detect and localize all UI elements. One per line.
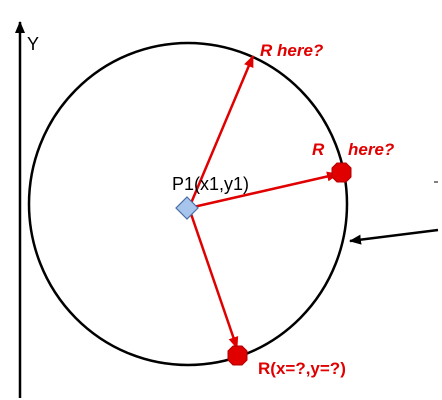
center-point-label: P1(x1,y1) xyxy=(172,174,249,194)
circle xyxy=(27,41,349,367)
label-r-here-right-suffix: here? xyxy=(348,140,395,159)
radius-arrow-top xyxy=(187,55,255,209)
radius-arrow-right xyxy=(188,171,339,210)
pointer-arrow xyxy=(349,228,439,245)
label-r-here-top: R here? xyxy=(260,41,324,60)
label-r-coordinates: R(x=?,y=?) xyxy=(258,359,346,378)
radius-arrow-bottom xyxy=(187,207,239,349)
label-r-here-right-prefix: R xyxy=(312,140,325,159)
dot-bottom xyxy=(227,345,248,366)
dot-right xyxy=(331,162,352,183)
center-point-marker xyxy=(175,196,199,220)
y-axis-label: Y xyxy=(27,34,39,54)
